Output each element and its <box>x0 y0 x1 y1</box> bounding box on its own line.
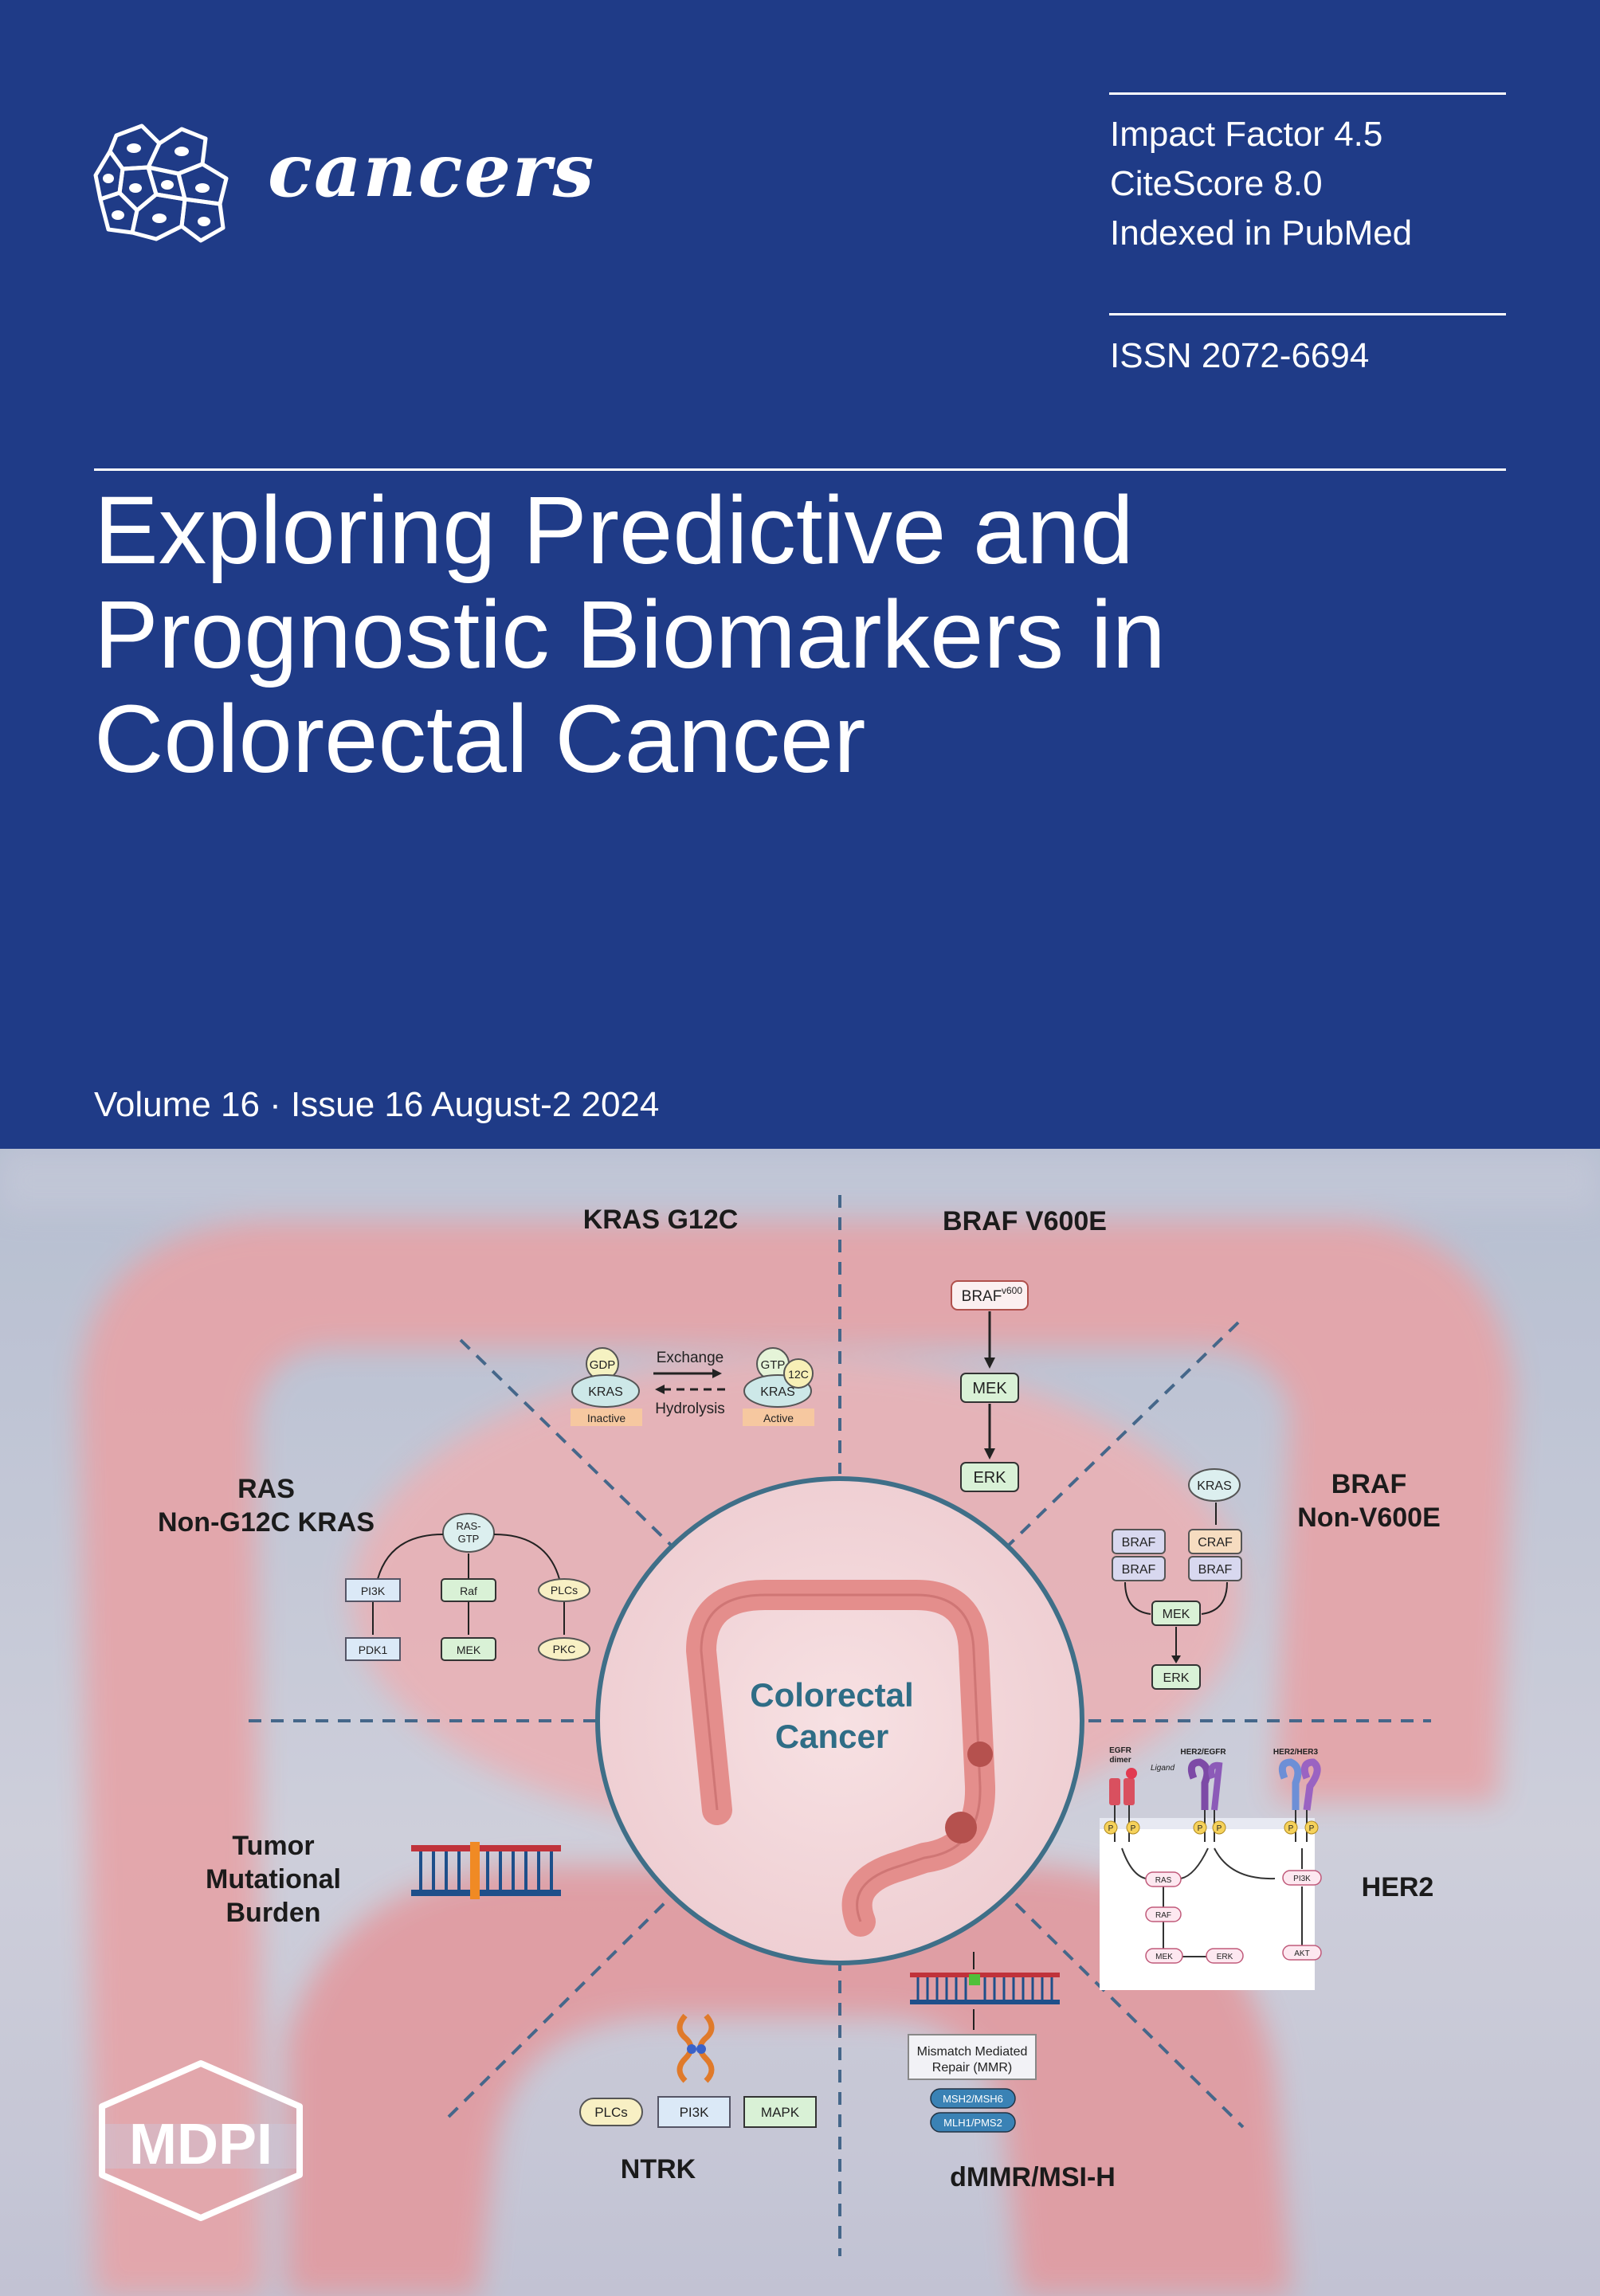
dna-icon <box>411 1842 561 1899</box>
ntrk-pi3k-label: PI3K <box>680 2105 710 2120</box>
her2-section: HER2 EGFR dimer Ligand HER2/EGFR HER2/HE… <box>1100 1746 1433 1990</box>
egfr-dimer-label-2: dimer <box>1109 1756 1131 1765</box>
cover-illustration: Colorectal Cancer KRAS G12C GDP KRAS Ina… <box>0 1149 1600 2296</box>
dmmr-label: dMMR/MSI-H <box>950 2162 1116 2192</box>
msh-label: MSH2/MSH6 <box>943 2093 1003 2105</box>
v600-superscript: v600 <box>1002 1285 1022 1296</box>
ntrk-mapk-label: MAPK <box>761 2105 800 2120</box>
receptor-icons: P P P P P P <box>1104 1758 1321 1842</box>
publisher-name: MDPI <box>129 2113 273 2176</box>
ras-non-g12c-section: RAS Non-G12C KRAS RAS- GTP PI3K Raf PLCs… <box>158 1474 590 1661</box>
dmmr-section: dMMR/MSI-H Mismatch Mediated <box>908 1952 1116 2192</box>
her2-mek-label: MEK <box>1155 1953 1173 1961</box>
ras-label: RAS <box>237 1474 295 1504</box>
inactive-label: Inactive <box>587 1412 625 1424</box>
ntrk-plcs-label: PLCs <box>594 2105 628 2120</box>
non-v600e-kras-label: KRAS <box>1197 1479 1232 1493</box>
braf-v600e-erk-label: ERK <box>973 1469 1006 1487</box>
ras-mek-label: MEK <box>457 1644 481 1656</box>
cover-header: cancers Impact Factor 4.5 CiteScore 8.0 … <box>93 92 1528 1124</box>
braf-non-v600e-section: BRAF Non-V600E KRAS BRAF BRAF CRAF BRAF … <box>1112 1468 1441 1690</box>
braf-v600e-section: BRAF V600E BRAF v600 MEK ERK <box>943 1206 1107 1492</box>
ntrk-section: NTRK PLCs PI3K MAPK <box>579 2013 817 2184</box>
tmb-label-3: Burden <box>226 1898 321 1928</box>
active-label: Active <box>763 1412 794 1424</box>
ras-gtp-label-2: GTP <box>458 1533 480 1545</box>
ras-gtp-label-1: RAS- <box>456 1520 480 1532</box>
tmb-label-1: Tumor <box>232 1831 314 1861</box>
mmr-label-1: Mismatch Mediated <box>917 2045 1028 2059</box>
ras-pdk1-label: PDK1 <box>359 1644 388 1656</box>
her2-raf-label: RAF <box>1155 1911 1171 1920</box>
kras-g12c-section: KRAS G12C GDP KRAS Inactive Exchange Hyd… <box>571 1205 814 1426</box>
kras-active-label: KRAS <box>760 1385 795 1399</box>
non-v600e-erk-label: ERK <box>1163 1671 1190 1685</box>
egfr-dimer-label-1: EGFR <box>1109 1746 1132 1755</box>
mlh-label: MLH1/PMS2 <box>943 2117 1002 2129</box>
gtp-label: GTP <box>761 1358 786 1372</box>
phospho-label-4: P <box>1217 1824 1222 1833</box>
mismatch-dna-icon <box>910 1952 1060 2030</box>
her2-label: HER2 <box>1362 1872 1434 1902</box>
mmr-label-2: Repair (MMR) <box>932 2061 1012 2075</box>
phospho-label-2: P <box>1131 1824 1136 1833</box>
hydrolysis-label: Hydrolysis <box>655 1401 725 1417</box>
ntrk-label: NTRK <box>621 2154 696 2184</box>
title-rule <box>94 468 1506 471</box>
kras-inactive-label: KRAS <box>588 1385 623 1399</box>
braf-v600-label: BRAF <box>962 1288 1002 1305</box>
center-label-line-2: Cancer <box>775 1718 888 1755</box>
ras-pkc-label: PKC <box>553 1643 576 1655</box>
braf-box-1-label: BRAF <box>1122 1536 1156 1550</box>
header-rule-top <box>1109 92 1506 95</box>
citescore: CiteScore 8.0 <box>1110 164 1323 203</box>
braf-box-3-label: BRAF <box>1198 1563 1233 1577</box>
cells-logo-icon <box>93 123 229 243</box>
her2-egfr-label: HER2/EGFR <box>1180 1748 1226 1757</box>
her2-pi3k-label: PI3K <box>1293 1875 1311 1883</box>
her2-akt-label: AKT <box>1294 1949 1309 1958</box>
mdpi-logo-icon: MDPI <box>99 2060 303 2221</box>
gdp-label: GDP <box>590 1358 616 1372</box>
craf-box-label: CRAF <box>1198 1536 1233 1550</box>
header-rule-middle <box>1109 313 1506 315</box>
section-dividers <box>249 1195 1431 2256</box>
title-line-3: Colorectal Cancer <box>94 684 866 793</box>
indexing-note: Indexed in PubMed <box>1110 214 1413 253</box>
braf-v600e-mek-label: MEK <box>972 1380 1007 1397</box>
phospho-label-5: P <box>1288 1824 1294 1833</box>
braf-box-2-label: BRAF <box>1122 1563 1156 1577</box>
issue-info: Volume 16 · Issue 16 August-2 2024 <box>94 1085 660 1124</box>
phospho-label-6: P <box>1309 1824 1315 1833</box>
non-v600e-mek-label: MEK <box>1163 1608 1190 1621</box>
title-line-2: Prognostic Biomarkers in <box>94 580 1166 688</box>
phospho-label-1: P <box>1108 1824 1114 1833</box>
ligand-label: Ligand <box>1151 1764 1175 1773</box>
braf-v600e-label: BRAF V600E <box>943 1206 1107 1236</box>
kras-g12c-label: KRAS G12C <box>583 1205 739 1235</box>
tmb-label-2: Mutational <box>206 1864 341 1894</box>
her2-erk-label: ERK <box>1217 1953 1233 1961</box>
her2-ras-label: RAS <box>1155 1876 1172 1885</box>
ras-pi3k-label: PI3K <box>361 1585 386 1597</box>
non-g12c-kras-label: Non-G12C KRAS <box>158 1507 375 1538</box>
impact-factor: Impact Factor 4.5 <box>1110 115 1383 154</box>
phospho-label-3: P <box>1198 1824 1203 1833</box>
her2-her3-label: HER2/HER3 <box>1273 1748 1319 1757</box>
g12c-label: 12C <box>788 1368 809 1381</box>
center-circle: Colorectal Cancer <box>595 1476 1084 1965</box>
tmb-section: Tumor Mutational Burden <box>206 1831 561 1928</box>
issn: ISSN 2072-6694 <box>1110 336 1370 375</box>
braf-non-v600e-label-2: Non-V600E <box>1297 1503 1441 1533</box>
ras-raf-label: Raf <box>460 1585 477 1597</box>
article-title: Exploring Predictive and Prognostic Biom… <box>94 478 1528 791</box>
ras-plcs-label: PLCs <box>551 1584 578 1597</box>
journal-name: cancers <box>268 127 596 214</box>
center-label-line-1: Colorectal <box>750 1676 913 1714</box>
exchange-label: Exchange <box>657 1350 724 1366</box>
title-line-1: Exploring Predictive and <box>94 476 1134 584</box>
braf-non-v600e-label-1: BRAF <box>1331 1469 1406 1499</box>
